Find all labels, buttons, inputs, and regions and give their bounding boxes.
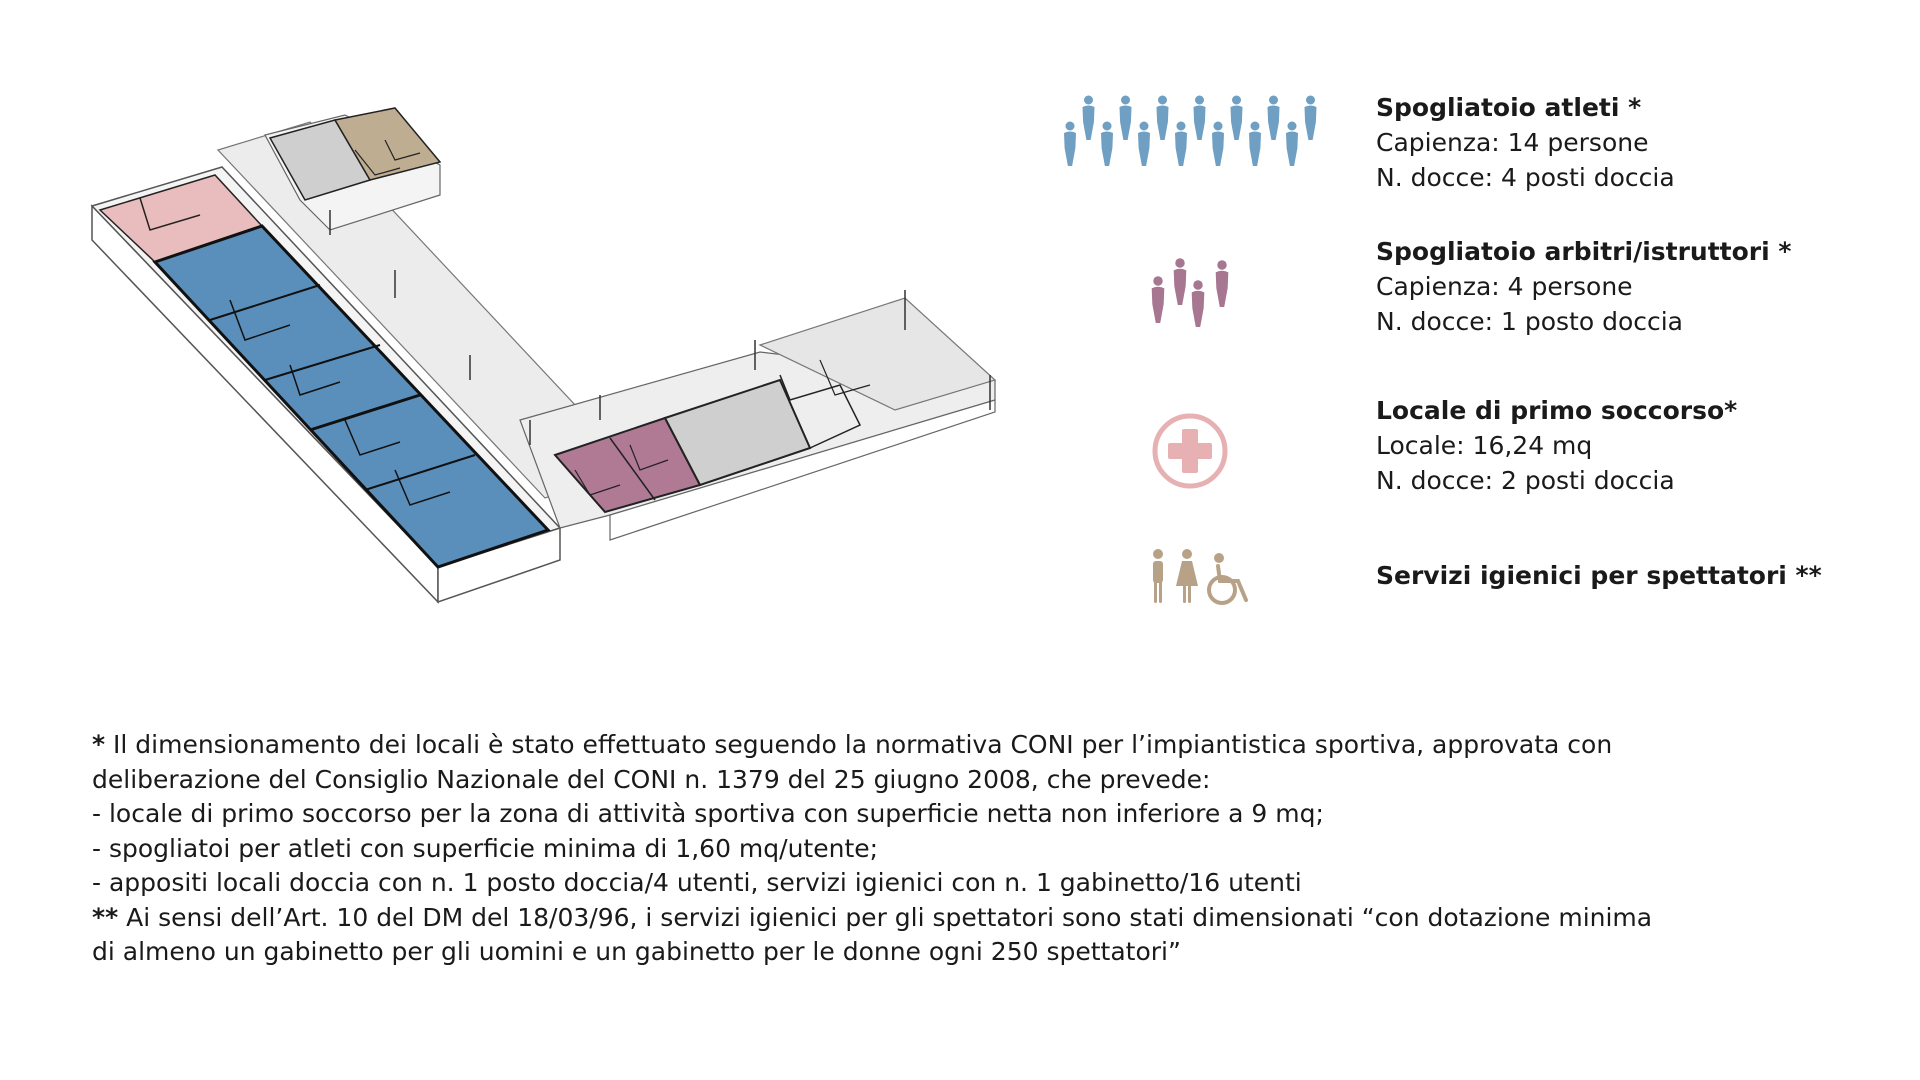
person-figure-body (1249, 131, 1261, 166)
person-figure-head (1065, 121, 1075, 131)
right-wing-slab-edge (609, 399, 996, 541)
person-figure-body (1193, 105, 1206, 140)
referees-cubicles (574, 469, 621, 496)
athletes-changing-rooms (152, 224, 551, 569)
person-figure-head (1084, 95, 1093, 105)
legend-first-aid-showers: N. docce: 2 posti doccia (1376, 466, 1675, 495)
athletes-cubicles (289, 364, 341, 396)
person-figure-head (1121, 95, 1130, 105)
athletes-cubicles (394, 469, 451, 506)
note-line-2: deliberazione del Consiglio Nazionale de… (92, 764, 1211, 794)
person-figure-head (1158, 95, 1167, 105)
athletes-partition (364, 454, 476, 491)
people-purple-icon (1151, 258, 1229, 327)
person-figure-body (1304, 105, 1317, 140)
legend-athletes: Spogliatoio atleti * Capienza: 14 person… (1000, 90, 1900, 220)
note-line-6: ** Ai sensi dell’Art. 10 del DM del 18/0… (92, 901, 1852, 936)
athletes-partition (309, 393, 421, 432)
person-figure-body (1064, 131, 1076, 166)
person-figure-head (1195, 95, 1204, 105)
legend-first-aid-area: Locale: 16,24 mq (1376, 431, 1593, 460)
note-line-7: di almeno un gabinetto per gli uomini e … (92, 937, 1181, 966)
person-figure-body (1267, 105, 1280, 140)
first-aid-cross-icon (1152, 413, 1228, 489)
legend-athletes-showers: N. docce: 4 posti doccia (1376, 163, 1675, 192)
person-figure-head (1306, 95, 1315, 105)
spectators-cubicles (354, 149, 401, 176)
person-figure-body (1082, 105, 1095, 140)
person-figure-head (1213, 121, 1223, 131)
person-figure-head (1250, 121, 1260, 131)
note-line-1-text: Il dimensionamento dei locali è stato ef… (105, 730, 1613, 759)
referees-partition (609, 437, 656, 501)
note-asterisk: * (92, 730, 106, 759)
referees-cubicles (629, 444, 669, 471)
service-partitions (819, 359, 871, 396)
first-aid-partition (139, 197, 201, 231)
person-figure-body (1156, 105, 1169, 140)
legend-referees: Spogliatoio arbitri/istruttori * Capienz… (1000, 234, 1900, 364)
people-blue-icon (1064, 95, 1317, 166)
note-double-asterisk: ** (92, 902, 119, 932)
note-line-4: - spogliatoi per atleti con superficie m… (92, 833, 879, 863)
person-figure-head (1232, 95, 1241, 105)
person-figure-body (1286, 131, 1298, 166)
athletes-partition (264, 344, 381, 381)
person-figure-head (1139, 121, 1149, 131)
legend-referees-capacity: Capienza: 4 persone (1376, 272, 1633, 301)
person-figure-body (1101, 131, 1113, 166)
person-figure-body (1191, 290, 1205, 327)
note-line-5: - appositi locali doccia con n. 1 posto … (92, 868, 1302, 897)
person-figure-body (1230, 105, 1243, 140)
person-figure-body (1175, 131, 1187, 166)
note-line-1: * Il dimensionamento dei locali è stato … (92, 728, 1852, 763)
regulation-notes: * Il dimensionamento dei locali è stato … (92, 728, 1852, 970)
right-wing-upper (758, 297, 997, 411)
legend-first-aid: Locale di primo soccorso* Locale: 16,24 … (1000, 393, 1900, 513)
legend-first-aid-title: Locale di primo soccorso* (1376, 396, 1738, 425)
toilet-man-woman-wheelchair-icon (1153, 549, 1248, 605)
legend-referees-showers: N. docce: 1 posto doccia (1376, 307, 1684, 336)
person-figure-body (1119, 105, 1132, 140)
legend-athletes-capacity: Capienza: 14 persone (1376, 128, 1649, 157)
person-figure-body (1151, 286, 1165, 323)
athletes-cubicles (344, 419, 401, 456)
legend-spectators: Servizi igienici per spettatori ** (1000, 548, 1900, 618)
person-figure-head (1153, 276, 1163, 286)
athletes-cubicles (229, 299, 291, 341)
person-figure-head (1269, 95, 1278, 105)
person-figure-head (1287, 121, 1297, 131)
person-figure-body (1138, 131, 1150, 166)
legend-spectators-title: Servizi igienici per spettatori ** (1376, 561, 1822, 590)
note-line-3: - locale di primo soccorso per la zona d… (92, 799, 1324, 828)
axonometric-floor-plan (90, 107, 997, 604)
service-partitions (779, 374, 862, 449)
spectators-cubicles (384, 139, 421, 161)
note-line-6-text: Ai sensi dell’Art. 10 del DM del 18/03/9… (118, 902, 1653, 932)
corridor-posts (329, 210, 991, 445)
athletes-partition (209, 284, 321, 321)
person-figure-head (1193, 280, 1203, 290)
legend-referees-title: Spogliatoio arbitri/istruttori * (1376, 237, 1792, 266)
person-figure-body (1212, 131, 1224, 166)
legend-athletes-title: Spogliatoio atleti * (1376, 93, 1642, 122)
person-figure-head (1102, 121, 1112, 131)
person-figure-body (1173, 268, 1187, 305)
person-figure-head (1176, 121, 1186, 131)
person-figure-body (1215, 270, 1229, 307)
person-figure-head (1175, 258, 1185, 268)
person-figure-head (1217, 260, 1227, 270)
